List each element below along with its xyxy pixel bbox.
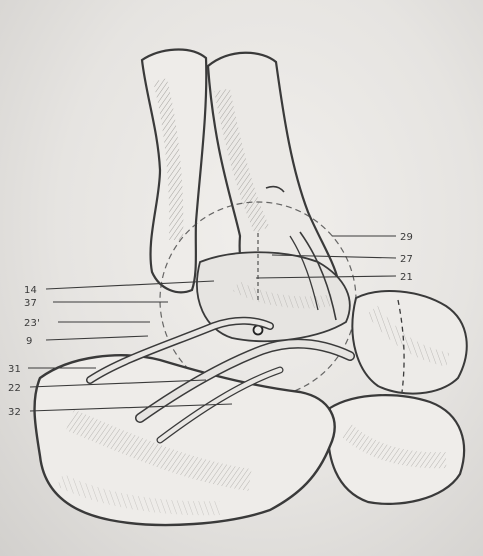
label-37: 37 [24, 298, 37, 309]
cuboid-bone [328, 395, 464, 504]
label-9: 9 [26, 336, 33, 347]
label-22: 22 [8, 383, 21, 394]
label-31: 31 [8, 364, 21, 375]
label-14: 14 [24, 285, 37, 296]
label-29: 29 [400, 232, 413, 243]
label-32: 32 [8, 407, 21, 418]
midfoot-bones [352, 291, 466, 394]
label-27: 27 [400, 254, 413, 265]
label-23p: 23' [24, 318, 40, 329]
label-21: 21 [400, 272, 413, 283]
fibula-bone [142, 50, 206, 293]
